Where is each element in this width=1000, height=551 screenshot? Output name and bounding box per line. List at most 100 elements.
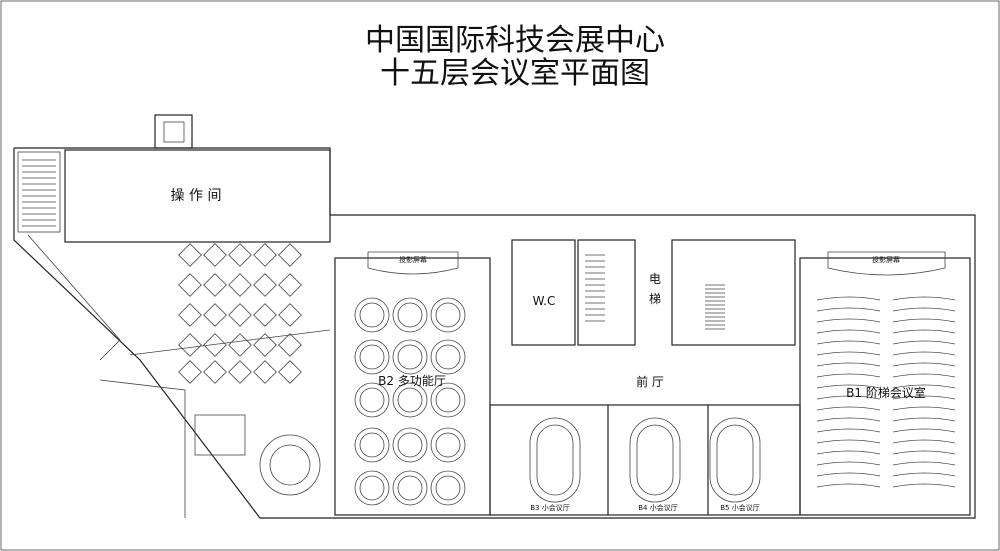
chairs-ring (430, 339, 466, 375)
square-table (228, 273, 252, 297)
round-table (435, 302, 461, 328)
chairs-ring (354, 339, 390, 375)
square-table (178, 333, 202, 357)
b1-room (799, 257, 971, 516)
seat-row (892, 329, 956, 334)
seat-row (892, 362, 956, 367)
label-b5: B5 小会议厅 (720, 503, 759, 512)
square-table (203, 303, 227, 327)
label-b4: B4 小会议厅 (638, 503, 677, 512)
seat-row (816, 318, 881, 323)
seat-row (816, 340, 881, 345)
round-table (359, 387, 385, 413)
label-projection-screen-b2: 投影屏幕 (399, 255, 427, 264)
seat-row (816, 329, 881, 334)
seat-row (892, 318, 956, 323)
seat-row (892, 439, 956, 444)
stairs-left (17, 151, 61, 233)
label-projection-screen-b1: 投影屏幕 (872, 255, 900, 264)
seat-row (892, 307, 956, 312)
seat-row (892, 450, 956, 455)
seat-row (816, 406, 881, 411)
seat-row (816, 296, 881, 301)
b2-room (334, 257, 491, 516)
round-banquet-table-inner (269, 444, 311, 486)
b2-screen (367, 251, 459, 275)
seat-row (892, 340, 956, 345)
round-table (397, 344, 423, 370)
chairs-ring (430, 427, 466, 463)
chairs-ring (392, 470, 428, 506)
seat-row (816, 362, 881, 367)
seat-row (892, 406, 956, 411)
seat-row (816, 461, 881, 466)
square-table (228, 360, 252, 384)
seat-row (816, 351, 881, 356)
chairs-ring (392, 297, 428, 333)
square-table (253, 243, 277, 267)
seat-row (892, 296, 956, 301)
label-b2: B2 多功能厅 (378, 374, 446, 388)
chairs-ring (629, 417, 681, 503)
square-table (253, 273, 277, 297)
seat-row (892, 428, 956, 433)
square-table (278, 303, 302, 327)
elevator-core-1 (577, 239, 636, 346)
round-table (397, 475, 423, 501)
seat-row (816, 384, 881, 389)
round-table (359, 475, 385, 501)
square-table (253, 333, 277, 357)
seat-row (892, 373, 956, 378)
label-operation-room: 操 作 间 (171, 188, 222, 204)
chairs-ring (392, 427, 428, 463)
round-table (435, 475, 461, 501)
seat-row (892, 384, 956, 389)
label-lobby: 前 厅 (636, 374, 664, 389)
oval-table (716, 424, 754, 496)
seat-row (816, 472, 881, 477)
seat-row (892, 461, 956, 466)
elevator-core-2 (671, 239, 796, 346)
seat-row (816, 395, 881, 400)
label-b1: B1 阶梯会议室 (846, 385, 926, 400)
chairs-ring (392, 339, 428, 375)
tables (354, 297, 761, 506)
square-tables (178, 243, 302, 384)
chairs-ring (392, 382, 428, 418)
seat-row (892, 417, 956, 422)
square-table (278, 243, 302, 267)
title-line-1: 中国国际科技会展中心 (365, 23, 665, 58)
chairs-ring (430, 297, 466, 333)
seat-row (816, 450, 881, 455)
stair-treads (22, 159, 725, 330)
label-elevator-1: 电 (649, 272, 661, 286)
building-walls (13, 114, 976, 519)
square-table (228, 333, 252, 357)
auditorium-seats (816, 296, 956, 488)
seat-row (816, 373, 881, 378)
chairs-ring (354, 470, 390, 506)
seat-row (892, 351, 956, 356)
title-line-2: 十五层会议室平面图 (380, 56, 650, 91)
square-table (228, 303, 252, 327)
chairs-ring (529, 417, 581, 503)
chairs-ring (354, 382, 390, 418)
round-table (435, 344, 461, 370)
square-table (203, 273, 227, 297)
seat-row (816, 417, 881, 422)
oval-table (636, 424, 674, 496)
square-table (228, 243, 252, 267)
seat-row (892, 483, 956, 488)
round-table (397, 432, 423, 458)
square-table (203, 360, 227, 384)
chairs-ring (354, 297, 390, 333)
chairs-ring (709, 417, 761, 503)
square-table (178, 273, 202, 297)
seat-row (816, 307, 881, 312)
label-wc: W.C (533, 294, 556, 308)
wc-room (511, 239, 576, 346)
small-rooms (489, 404, 801, 516)
